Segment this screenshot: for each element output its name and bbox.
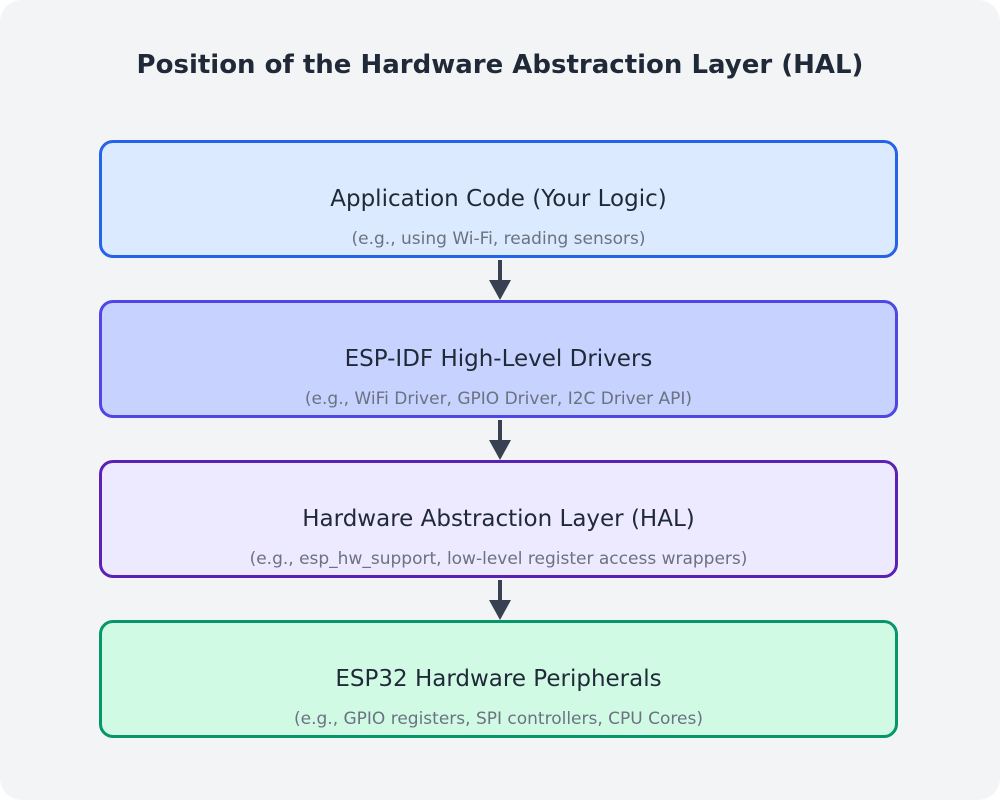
- layer-subtitle: (e.g., esp_hw_support, low-level registe…: [249, 549, 748, 569]
- layer-title: ESP32 Hardware Peripherals: [335, 666, 662, 692]
- diagram-title: Position of the Hardware Abstraction Lay…: [136, 50, 864, 80]
- down-arrow-icon: [489, 580, 511, 620]
- layer-title: Hardware Abstraction Layer (HAL): [302, 506, 695, 532]
- layer-hal: Hardware Abstraction Layer (HAL) (e.g., …: [99, 460, 898, 578]
- layer-hardware-peripherals: ESP32 Hardware Peripherals (e.g., GPIO r…: [99, 620, 898, 738]
- layer-application-code: Application Code (Your Logic) (e.g., usi…: [99, 140, 898, 258]
- layer-high-level-drivers: ESP-IDF High-Level Drivers (e.g., WiFi D…: [99, 300, 898, 418]
- layer-subtitle: (e.g., GPIO registers, SPI controllers, …: [294, 709, 703, 729]
- layer-subtitle: (e.g., using Wi-Fi, reading sensors): [351, 229, 646, 249]
- layer-title: Application Code (Your Logic): [330, 186, 667, 212]
- layer-title: ESP-IDF High-Level Drivers: [344, 346, 653, 372]
- down-arrow-icon: [489, 420, 511, 460]
- layer-subtitle: (e.g., WiFi Driver, GPIO Driver, I2C Dri…: [304, 389, 693, 409]
- down-arrow-icon: [489, 260, 511, 300]
